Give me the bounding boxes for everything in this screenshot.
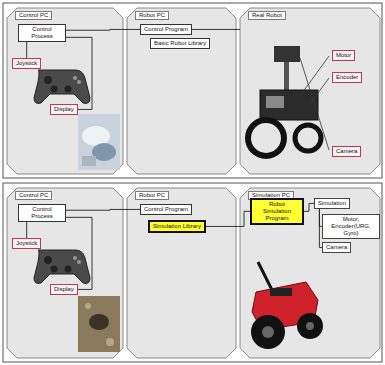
box-label: Display: [54, 286, 74, 293]
pc-region: Robot PC Control ProgramSimulation Librar…: [127, 188, 236, 358]
box-label: Camera: [326, 244, 347, 251]
photo-object: [89, 314, 109, 330]
gamepad-stick: [65, 266, 72, 273]
gamepad-button: [73, 256, 77, 260]
device-label: Joystick: [12, 58, 41, 69]
gamepad-button: [73, 76, 77, 80]
device-label: Motor: [332, 50, 355, 61]
region-shape: [127, 8, 236, 174]
pc-region: Simulation PCRobot Simulation ProgramSim…: [240, 188, 380, 358]
robot-wheel: [297, 313, 323, 339]
box-label: Basic Robot Library: [154, 40, 206, 47]
photo-ground: [78, 296, 120, 352]
photo-object: [82, 156, 96, 166]
region-shape: [127, 188, 236, 358]
box-label: Control Process: [22, 206, 62, 220]
region-shape: [7, 8, 123, 174]
gamepad-button: [77, 260, 81, 264]
sim-device-box: Motor, Encoder(URG, Gyro): [322, 214, 380, 239]
box-label: Camera: [336, 148, 357, 155]
simulation-box: Simulation Library: [148, 220, 206, 233]
sim-device-box: Camera: [322, 242, 351, 253]
device-label: Encoder: [332, 72, 362, 83]
pc-region: Real RobotMotorEncoderCamera: [240, 8, 380, 174]
gamepad-button: [77, 80, 81, 84]
wheel-hub: [306, 322, 314, 330]
connector-line: [26, 42, 27, 58]
box-label: Control Program: [144, 206, 188, 213]
device-label: Display: [50, 284, 78, 295]
box-label: Control Program: [144, 26, 188, 33]
top-panel-frame: [3, 3, 382, 178]
robot-chassis: [260, 90, 318, 120]
box-label: Joystick: [16, 240, 37, 247]
box-label: Simulation Library: [153, 223, 201, 230]
device-label: Display: [50, 104, 78, 115]
gamepad-dpad: [44, 256, 52, 264]
box-label: Joystick: [16, 60, 37, 67]
region-shape: [240, 8, 380, 174]
camera-mast: [284, 62, 289, 92]
simulated-camera-photo: [78, 296, 120, 352]
region-title: Robot PC: [135, 11, 169, 20]
connector-line: [192, 29, 240, 30]
bottom-panel-frame: [3, 183, 382, 362]
pc-region: Control PC Control ProcessJoystickDisplay: [7, 8, 123, 174]
photo-object: [106, 338, 114, 346]
gamepad-stick: [51, 266, 58, 273]
box-label: Robot Simulation Program: [255, 201, 299, 222]
camera-head: [274, 46, 300, 62]
box-label: Simulation: [318, 200, 346, 207]
box-label: Control Process: [22, 26, 62, 40]
photo-ground: [78, 114, 120, 170]
photo-object: [85, 303, 91, 309]
gamepad-dpad: [44, 76, 52, 84]
pc-region: Robot PC Control ProgramBasic Robot Libra…: [127, 8, 236, 174]
connector-line: [26, 222, 27, 238]
photo-object: [82, 126, 110, 146]
process-box: Control Program: [140, 204, 192, 215]
box-label: Motor, Encoder(URG, Gyro): [326, 216, 376, 237]
gamepad-stick: [51, 86, 58, 93]
region-shape: [240, 188, 380, 358]
simulation-box: Robot Simulation Program: [250, 198, 304, 225]
region-title: Control PC: [15, 191, 52, 200]
gamepad-stick: [65, 86, 72, 93]
region-shape: [7, 188, 123, 358]
robot-top: [270, 288, 292, 296]
robot-wheel: [251, 315, 285, 349]
region-title: Real Robot: [248, 11, 286, 20]
region-title: Robot PC: [135, 191, 169, 200]
box-label: Encoder: [336, 74, 358, 81]
box-label: Display: [54, 106, 74, 113]
process-box: Control Process: [18, 204, 66, 222]
sim-device-box: Simulation: [314, 198, 350, 209]
wheel-hub: [262, 326, 274, 338]
region-title: Control PC: [15, 11, 52, 20]
box-label: Motor: [336, 52, 351, 59]
device-label: Camera: [332, 146, 361, 157]
device-label: Joystick: [12, 238, 41, 249]
pc-region: Control PC Control ProcessJoystickDisplay: [7, 188, 123, 358]
process-box: Control Program: [140, 24, 192, 35]
process-box: Control Process: [18, 24, 66, 42]
robot-board: [266, 96, 284, 108]
process-box: Basic Robot Library: [150, 38, 210, 49]
display-photo: [78, 114, 120, 170]
